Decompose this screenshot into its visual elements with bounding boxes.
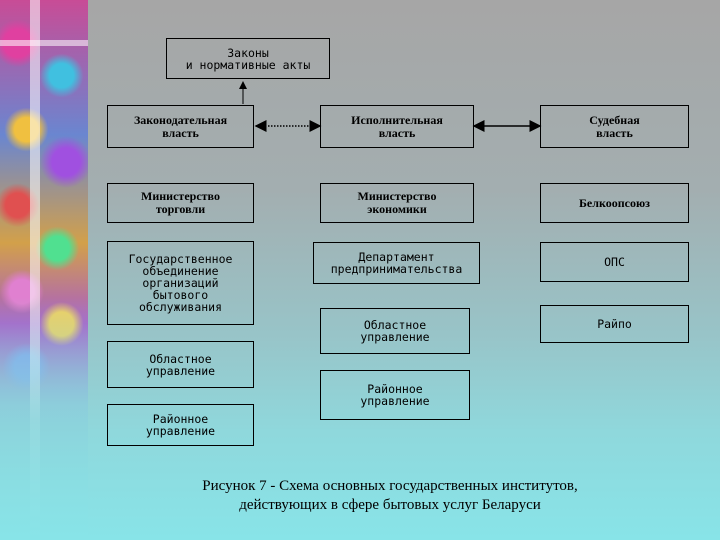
box-state-union: Государственное объединение организаций … <box>107 241 254 325</box>
box-district-middle: Районное управление <box>320 370 470 420</box>
box-laws: Законы и нормативные акты <box>166 38 330 79</box>
box-ministry-trade: Министерство торговли <box>107 183 254 223</box>
box-legislative-power: Законодательная власть <box>107 105 254 148</box>
figure-caption: Рисунок 7 - Схема основных государственн… <box>130 477 650 515</box>
caption-line-1: Рисунок 7 - Схема основных государственн… <box>202 478 578 494</box>
decorative-fade <box>0 0 88 540</box>
box-regional-executive: Областное управление <box>320 308 470 354</box>
decorative-side-pattern <box>0 0 88 540</box>
box-district-left: Районное управление <box>107 404 254 446</box>
box-dept-business: Департамент предпринимательства <box>313 242 480 284</box>
box-raipo: Райпо <box>540 305 689 343</box>
box-executive-power: Исполнительная власть <box>320 105 474 148</box>
caption-line-2: действующих в сфере бытовых услуг Белару… <box>239 497 541 513</box>
box-belkoopsoyuz: Белкоопсоюз <box>540 183 689 223</box>
box-regional-left: Областное управление <box>107 341 254 388</box>
box-ops: ОПС <box>540 242 689 282</box>
box-ministry-economy: Министерство экономики <box>320 183 474 223</box>
box-judicial-power: Судебная власть <box>540 105 689 148</box>
